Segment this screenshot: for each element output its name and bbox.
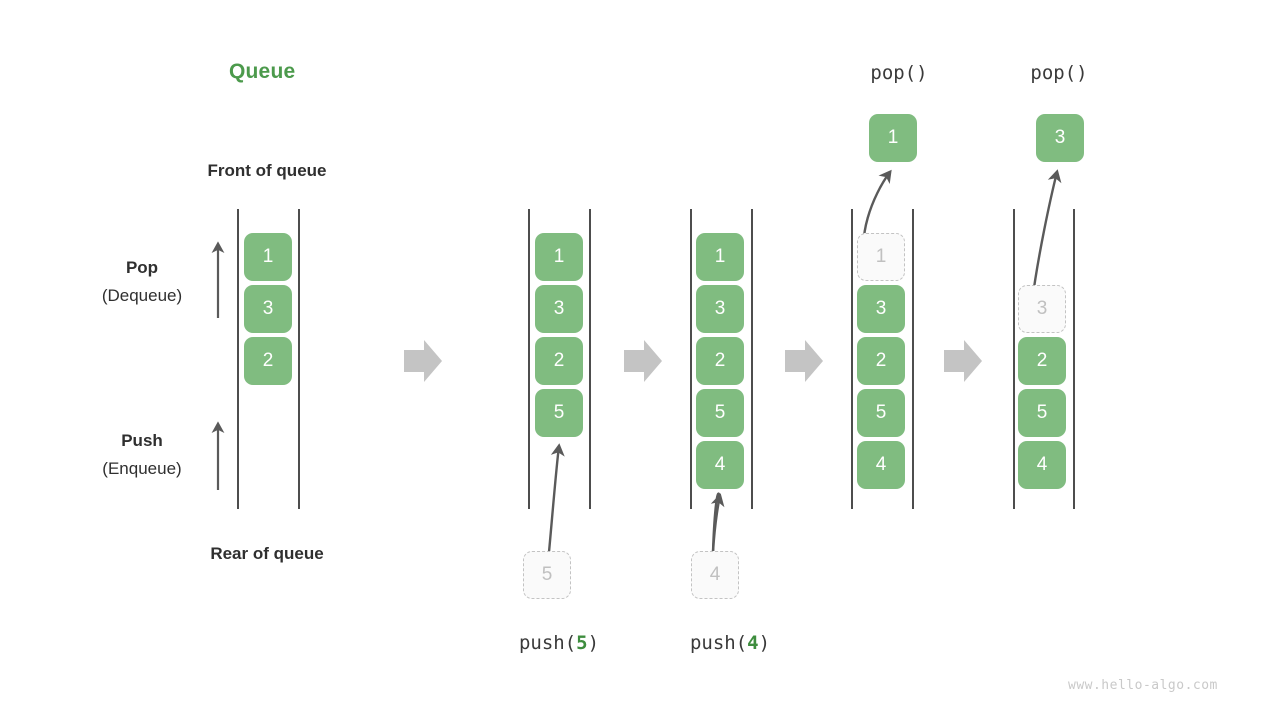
push-label-line1: Push <box>121 431 163 450</box>
rail-left <box>851 209 853 509</box>
queue-ghost-cell: 5 <box>523 551 571 599</box>
pop-label-line2: (Dequeue) <box>101 286 183 305</box>
queue-cell: 5 <box>535 389 583 437</box>
push-4-caption: push(4) <box>654 632 806 654</box>
rail-right <box>589 209 591 509</box>
rail-left <box>1013 209 1015 509</box>
rail-left <box>237 209 239 509</box>
queue-ghost-cell: 4 <box>691 551 739 599</box>
queue-cell: 2 <box>857 337 905 385</box>
push-prefix: push( <box>518 632 577 654</box>
transition-arrow-2 <box>624 340 662 382</box>
rail-right <box>912 209 914 509</box>
queue-cell: 3 <box>857 285 905 333</box>
queue-cell: 5 <box>696 389 744 437</box>
queue-cell: 5 <box>857 389 905 437</box>
page-title: Queue <box>229 60 296 83</box>
push-5-motion-arrow <box>547 443 565 553</box>
push-4-motion-arrow <box>710 492 725 553</box>
push-prefix: push( <box>689 632 748 654</box>
push-side-label: Push (Enqueue) <box>57 428 227 484</box>
queue-ghost-cell: 1 <box>857 233 905 281</box>
queue-cell: 1 <box>696 233 744 281</box>
push-5-caption: push(5) <box>483 632 635 654</box>
push-label-line2: (Enqueue) <box>102 459 182 478</box>
queue-cell: 1 <box>244 233 292 281</box>
rail-right <box>1073 209 1075 509</box>
pop-side-label: Pop (Dequeue) <box>57 255 227 311</box>
queue-cell: 5 <box>1018 389 1066 437</box>
rail-left <box>528 209 530 509</box>
queue-cell: 1 <box>535 233 583 281</box>
queue-cell: 2 <box>1018 337 1066 385</box>
pop-1-caption: pop() <box>870 62 928 84</box>
queue-ghost-cell: 3 <box>1018 285 1066 333</box>
rail-right <box>298 209 300 509</box>
push-suffix: ) <box>758 632 771 654</box>
popped-value-cell: 1 <box>869 114 917 162</box>
rail-right <box>751 209 753 509</box>
queue-cell: 4 <box>857 441 905 489</box>
queue-cell: 4 <box>696 441 744 489</box>
queue-cell: 2 <box>244 337 292 385</box>
popped-value-cell: 3 <box>1036 114 1084 162</box>
transition-arrow-1 <box>404 340 442 382</box>
queue-cell: 2 <box>696 337 744 385</box>
push-value: 4 <box>747 632 759 654</box>
rear-of-queue-label: Rear of queue <box>210 544 324 563</box>
transition-arrow-3 <box>785 340 823 382</box>
pop-3-caption: pop() <box>1030 62 1088 84</box>
queue-cell: 3 <box>244 285 292 333</box>
pop-label-line1: Pop <box>125 258 159 277</box>
watermark: www.hello-algo.com <box>1068 678 1218 693</box>
transition-arrow-4 <box>944 340 982 382</box>
queue-cell: 2 <box>535 337 583 385</box>
queue-cell: 3 <box>696 285 744 333</box>
rail-left <box>690 209 692 509</box>
push-suffix: ) <box>587 632 600 654</box>
push-value: 5 <box>576 632 588 654</box>
queue-cell: 3 <box>535 285 583 333</box>
pop-3-motion-arrow <box>1030 169 1062 303</box>
front-of-queue-label: Front of queue <box>207 161 327 180</box>
queue-cell: 4 <box>1018 441 1066 489</box>
